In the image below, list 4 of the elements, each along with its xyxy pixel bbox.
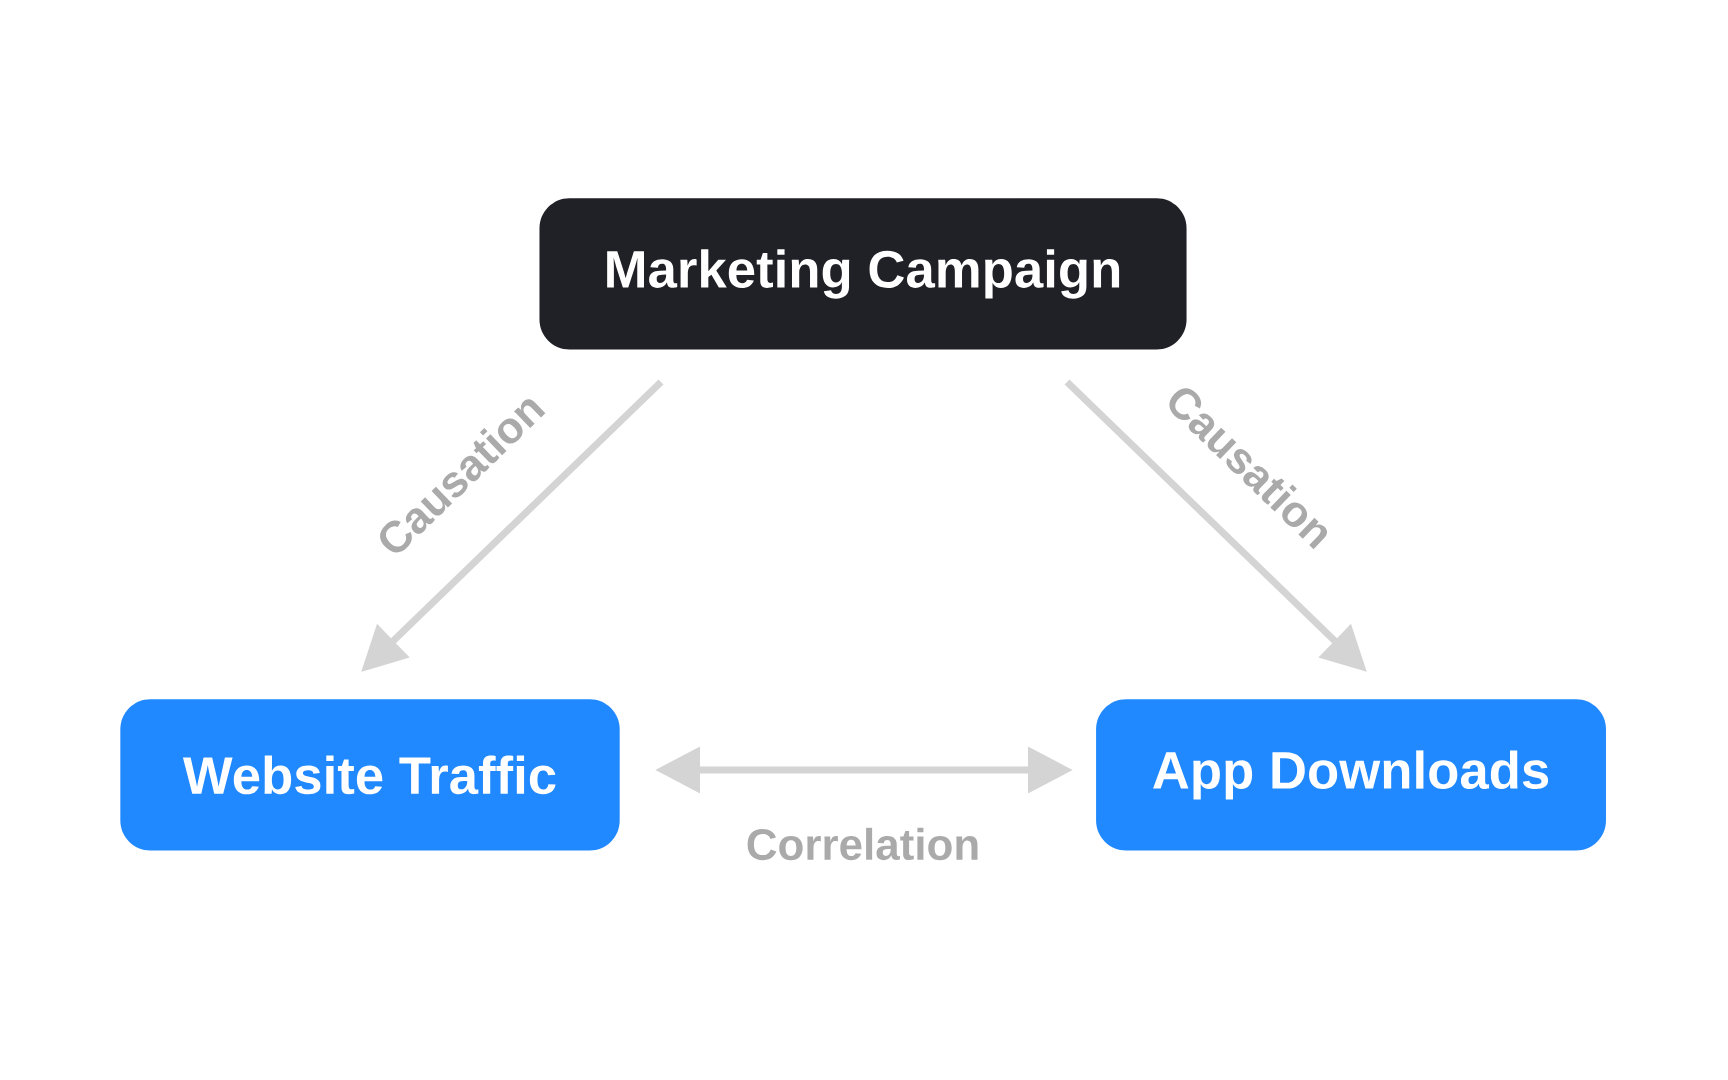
edge-label: Correlation: [742, 824, 984, 864]
process-box: Website Traffic: [120, 699, 620, 851]
process-box: Marketing Campaign: [539, 198, 1187, 350]
process-box: App Downloads: [1096, 699, 1606, 851]
